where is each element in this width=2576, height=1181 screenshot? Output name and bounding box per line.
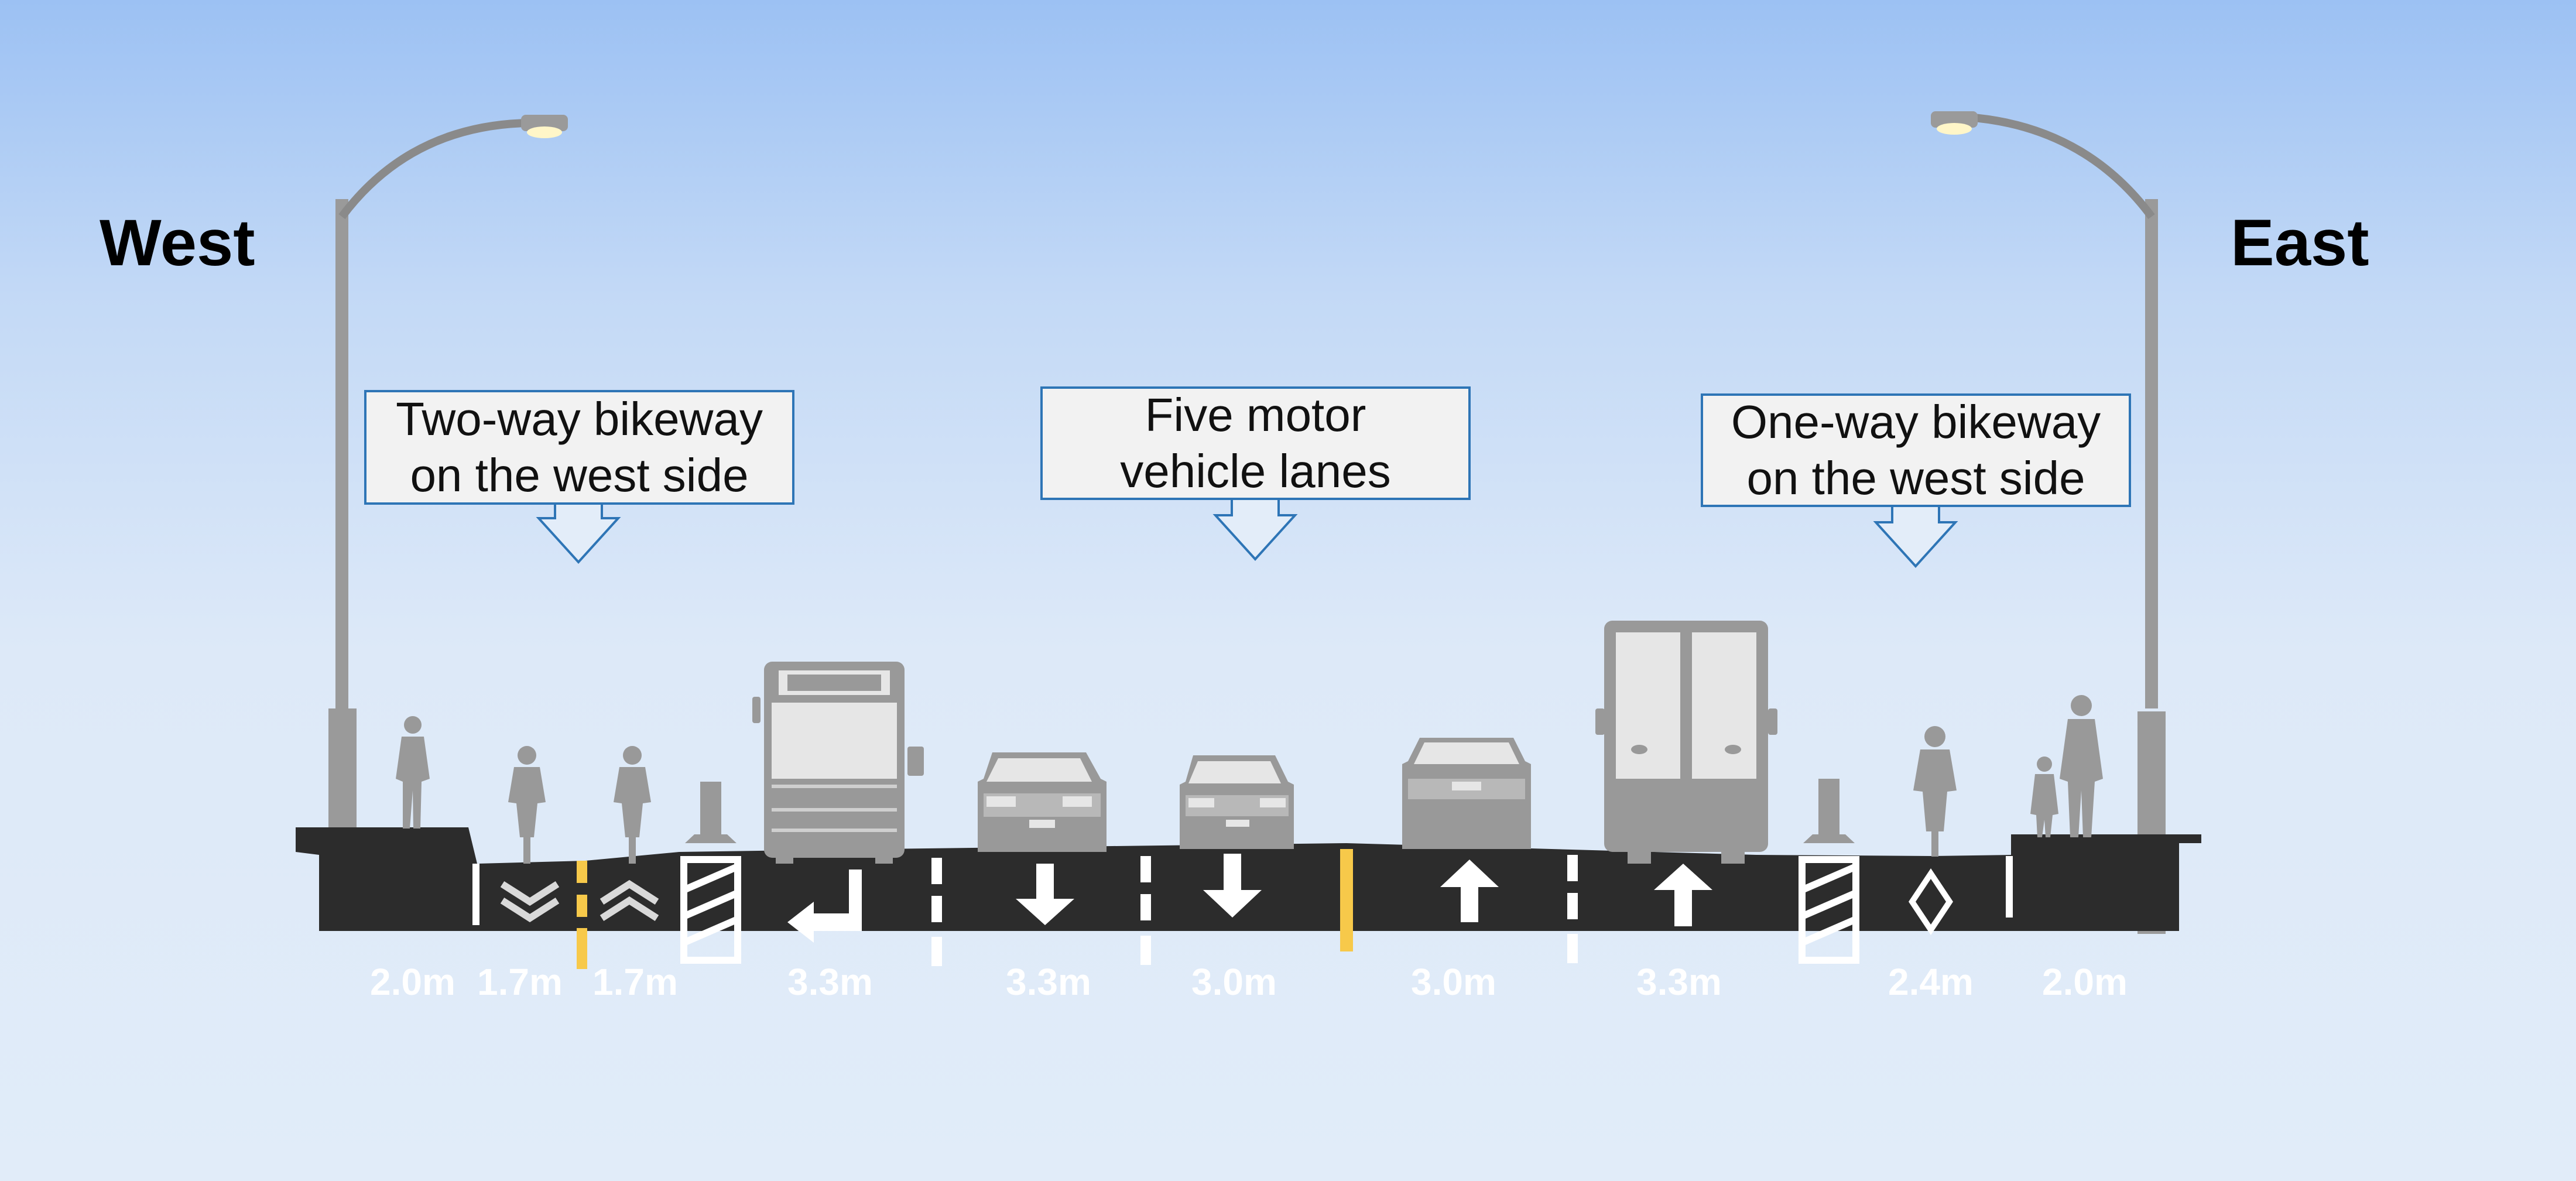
callout-arrow-center (1212, 499, 1298, 561)
callout-arrow-east (1873, 506, 1958, 568)
callout-motor-lanes: Five motor vehicle lanes (1040, 386, 1471, 500)
cyclist-icon (1913, 726, 1957, 857)
bike-direction-north-icon (600, 879, 659, 922)
east-label: East (2231, 206, 2369, 279)
west-bollard-icon (685, 782, 737, 843)
callout-line: on the west side (1746, 452, 2085, 504)
width-label-northbound-2: 3.3m (1636, 961, 1722, 1003)
callout-one-way-bikeway: One-way bikeway on the west side (1701, 393, 2131, 507)
width-label-northbound-1: 3.0m (1411, 961, 1496, 1003)
east-bollard-icon (1803, 779, 1855, 843)
child-pedestrian-icon (2030, 756, 2058, 837)
callout-line: Two-way bikeway (396, 393, 763, 445)
callout-line: on the west side (410, 449, 749, 501)
callout-line: vehicle lanes (1120, 445, 1391, 497)
width-label-east-sidewalk: 2.0m (2042, 961, 2128, 1003)
cyclist-icon (508, 746, 546, 864)
width-label-turn-lane: 3.3m (787, 961, 873, 1003)
width-label-bike-lane-2: 1.7m (592, 961, 678, 1003)
car-icon (978, 752, 1107, 852)
width-label-west-sidewalk: 2.0m (370, 961, 455, 1003)
bus-icon (752, 662, 924, 864)
width-label-east-bike-lane: 2.4m (1888, 961, 1974, 1003)
southbound-arrow-icon (1016, 864, 1074, 925)
left-turn-arrow-icon (787, 870, 862, 943)
car-icon (1180, 755, 1294, 849)
truck-icon (1595, 621, 1777, 864)
west-label: West (100, 206, 255, 279)
pedestrian-icon (396, 716, 430, 829)
callout-line: One-way bikeway (1731, 396, 2101, 448)
width-label-southbound-2: 3.0m (1191, 961, 1277, 1003)
east-buffer (1799, 856, 1859, 964)
callout-two-way-bikeway: Two-way bikeway on the west side (364, 390, 794, 505)
pedestrian-icon (2060, 695, 2103, 837)
width-label-bike-lane-1: 1.7m (477, 961, 563, 1003)
west-buffer (680, 856, 741, 964)
northbound-arrow-icon (1654, 864, 1712, 926)
southbound-arrow-icon (1203, 854, 1262, 918)
bike-direction-south-icon (500, 881, 560, 923)
northbound-arrow-icon (1440, 860, 1499, 922)
width-label-southbound-1: 3.3m (1006, 961, 1091, 1003)
cyclist-icon (614, 746, 651, 864)
callout-arrow-west (536, 504, 621, 564)
callout-line: Five motor (1145, 389, 1366, 441)
car-icon (1402, 738, 1531, 849)
reserved-lane-diamond-icon (1908, 868, 1954, 936)
